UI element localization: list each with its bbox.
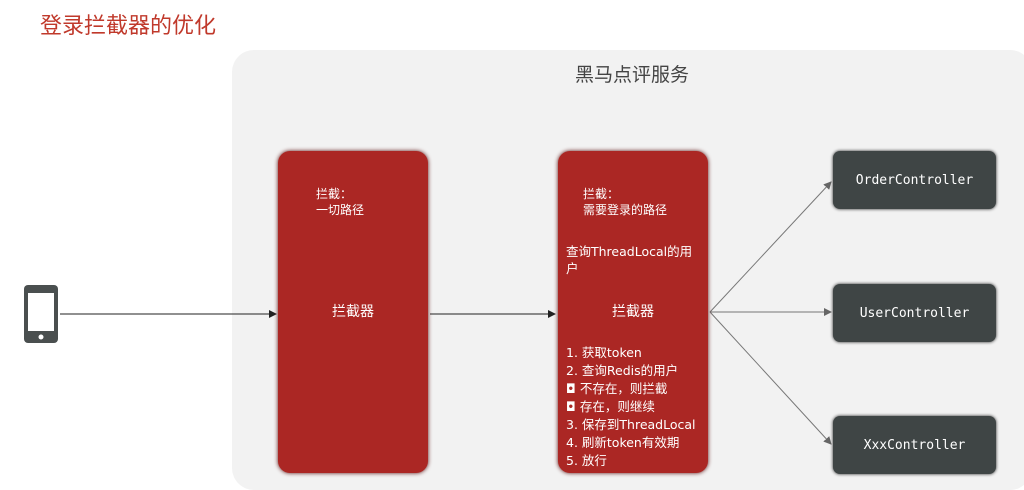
note-label: 拦截：	[583, 187, 620, 201]
steps-list: 1. 获取token 2. 查询Redis的用户 ◘ 不存在，则拦截 ◘ 存在，…	[566, 344, 696, 470]
step: 5. 放行	[566, 453, 607, 468]
overlay-text: 查询ThreadLocal的用户	[566, 244, 693, 276]
step: 1. 获取token	[566, 345, 642, 360]
order-controller: OrderController	[833, 151, 996, 209]
xxx-controller: XxxController	[833, 416, 996, 474]
interceptor-label: 拦截器	[612, 304, 654, 320]
interceptor-login-paths: 拦截： 需要登录的路径 查询ThreadLocal的用户 拦截器 1. 获取to…	[558, 151, 708, 473]
arrow-to-xxx	[709, 311, 832, 445]
note-scope: 需要登录的路径	[583, 203, 668, 217]
step: 4. 刷新token有效期	[566, 435, 680, 450]
page-title: 登录拦截器的优化	[40, 14, 217, 39]
user-controller: UserController	[833, 284, 996, 342]
step: ◘ 不存在，则拦截	[566, 381, 668, 396]
phone-icon	[24, 285, 58, 343]
note-scope: 一切路径	[316, 203, 365, 217]
service-title: 黑马点评服务	[575, 64, 690, 86]
step: 3. 保存到ThreadLocal	[566, 417, 696, 432]
step: ◘ 存在，则继续	[566, 399, 655, 414]
arrow-to-order	[709, 181, 832, 313]
note-label: 拦截：	[316, 187, 353, 201]
step: 2. 查询Redis的用户	[566, 363, 679, 378]
interceptor-all-paths: 拦截： 一切路径 拦截器	[278, 151, 428, 473]
interceptor-label: 拦截器	[332, 304, 374, 320]
